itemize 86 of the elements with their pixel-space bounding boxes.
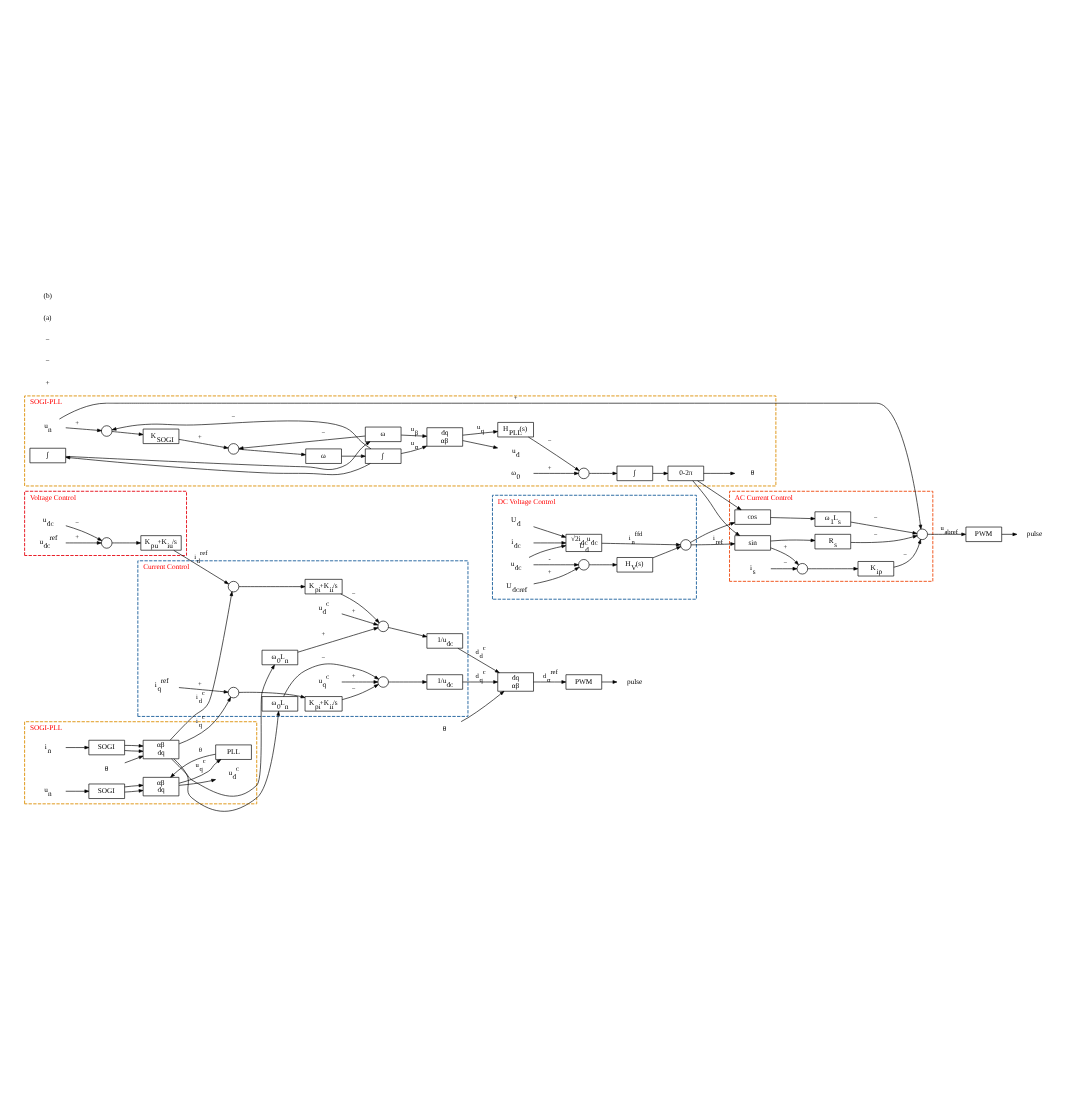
arrow [462,440,498,449]
arrow [238,691,306,699]
arrow [65,789,90,793]
node-circle [227,686,240,699]
arrow [400,434,428,438]
arrow [59,402,923,530]
arrow [703,471,736,476]
node-circle [227,581,240,593]
node-circle [101,425,113,437]
arrow [124,755,144,764]
arrow [178,759,222,784]
arrow [850,535,918,543]
arrow [238,448,306,457]
arrow [124,744,144,748]
node-circle [796,563,808,575]
arrow [388,680,427,684]
arrow [927,532,966,537]
arrow [173,550,229,585]
arrow [340,593,380,623]
arrow [111,431,144,436]
arrow [893,539,922,568]
node-circle [227,443,240,455]
arrow [533,471,579,476]
arrow [173,711,280,812]
arrow [111,420,372,450]
arrow [1001,532,1018,537]
arrow [460,690,505,722]
arrow [178,687,229,694]
node-circle [916,528,928,540]
arrow [692,480,740,536]
arrow [533,526,567,538]
arrow [65,441,371,470]
arrow [652,471,669,476]
arrow [65,745,90,750]
arrow [388,627,428,638]
arrow [652,546,682,559]
node-circle [578,467,590,480]
arrow [850,521,918,535]
arrow [124,789,144,793]
arrow [341,454,366,458]
arrow [65,541,102,545]
arrow [533,563,579,567]
node-circle [680,539,692,551]
arrow [807,567,859,571]
arrow [457,647,500,674]
arrow [697,480,742,511]
arrow [528,436,580,471]
arrow [238,584,306,589]
arrow [283,663,379,697]
arrow [690,522,735,543]
arrow [178,696,231,745]
arrow [770,516,816,521]
arrow [462,680,498,684]
node-circle [377,676,389,688]
arrow [178,439,229,450]
arrow [400,445,427,454]
arrow [588,471,618,476]
arrow [462,430,498,436]
arrow [170,753,216,778]
arrow [65,525,103,541]
arrow [533,541,567,545]
arrow [65,456,371,475]
arrow [601,680,618,684]
arrow [533,567,580,585]
arrow [238,435,366,450]
arrow [178,778,216,786]
arrow [169,591,234,741]
arrow [171,664,275,797]
arrow [770,567,798,571]
arrow [341,684,379,700]
arrow [111,541,141,545]
arrow [341,613,379,626]
arrow [297,627,379,653]
arrow [124,749,144,753]
arrow [341,680,379,684]
arrow [770,547,799,566]
arrow [533,680,567,684]
arrow [124,783,144,788]
arrow [770,538,816,543]
arrow [588,563,618,567]
node-circle [578,559,590,571]
arrow [690,542,735,546]
arrow [65,427,102,433]
node-circle [101,537,113,549]
arrow [528,544,567,558]
arrow [601,542,681,547]
